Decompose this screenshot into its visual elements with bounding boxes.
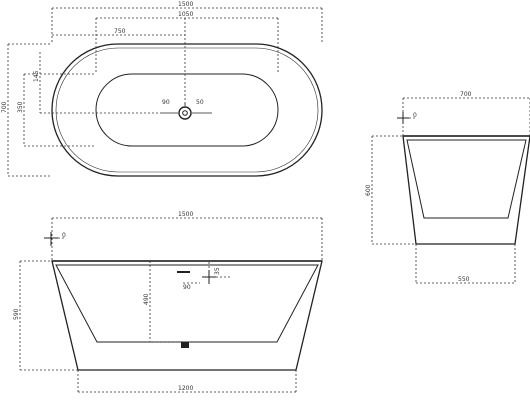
- side-bottom-width-label: 550: [458, 276, 470, 283]
- top-view: 90 50 1500 1050 750 700 350 145: [1, 1, 323, 177]
- side-overall-width-label: 700: [460, 91, 472, 98]
- top-view-outer-rim: [51, 43, 323, 177]
- top-inner-length-label: 1050: [178, 11, 193, 18]
- front-symbol-label: 0: [62, 232, 66, 239]
- top-inner-width-label: 350: [17, 101, 24, 113]
- top-view-basin: [95, 73, 279, 147]
- front-view-inner-basin: [55, 264, 319, 343]
- top-overall-length-label: 1500: [178, 1, 193, 8]
- angle-right-label: 50: [196, 99, 204, 106]
- side-height-label: 600: [365, 184, 372, 196]
- front-drain-stub: [181, 342, 189, 348]
- front-inner-depth-label: 490: [143, 293, 150, 305]
- top-view-rim-inner-edge: [55, 47, 319, 173]
- top-overall-width-label: 700: [1, 101, 8, 113]
- front-overflow-mark: [177, 271, 190, 273]
- angle-left-label: 90: [162, 99, 170, 106]
- front-view: 1500 1200 590 490 0 35 90: [13, 211, 323, 393]
- front-bottom-length-label: 1200: [178, 385, 193, 392]
- front-offset-label: 90: [183, 284, 191, 291]
- top-drain-offset-y-label: 145: [33, 70, 40, 82]
- side-view: 700 550 600 0: [365, 91, 530, 284]
- front-height-label: 590: [13, 308, 20, 320]
- side-view-outer-body: [402, 135, 530, 245]
- top-drain-offset-label: 750: [114, 28, 126, 35]
- side-view-inner-basin: [406, 139, 527, 219]
- front-overall-length-label: 1500: [178, 211, 193, 218]
- front-offset-small-label: 35: [214, 267, 221, 275]
- front-view-outer-body: [51, 260, 323, 371]
- side-symbol-label: 0: [413, 112, 417, 119]
- drain-center: [182, 110, 188, 116]
